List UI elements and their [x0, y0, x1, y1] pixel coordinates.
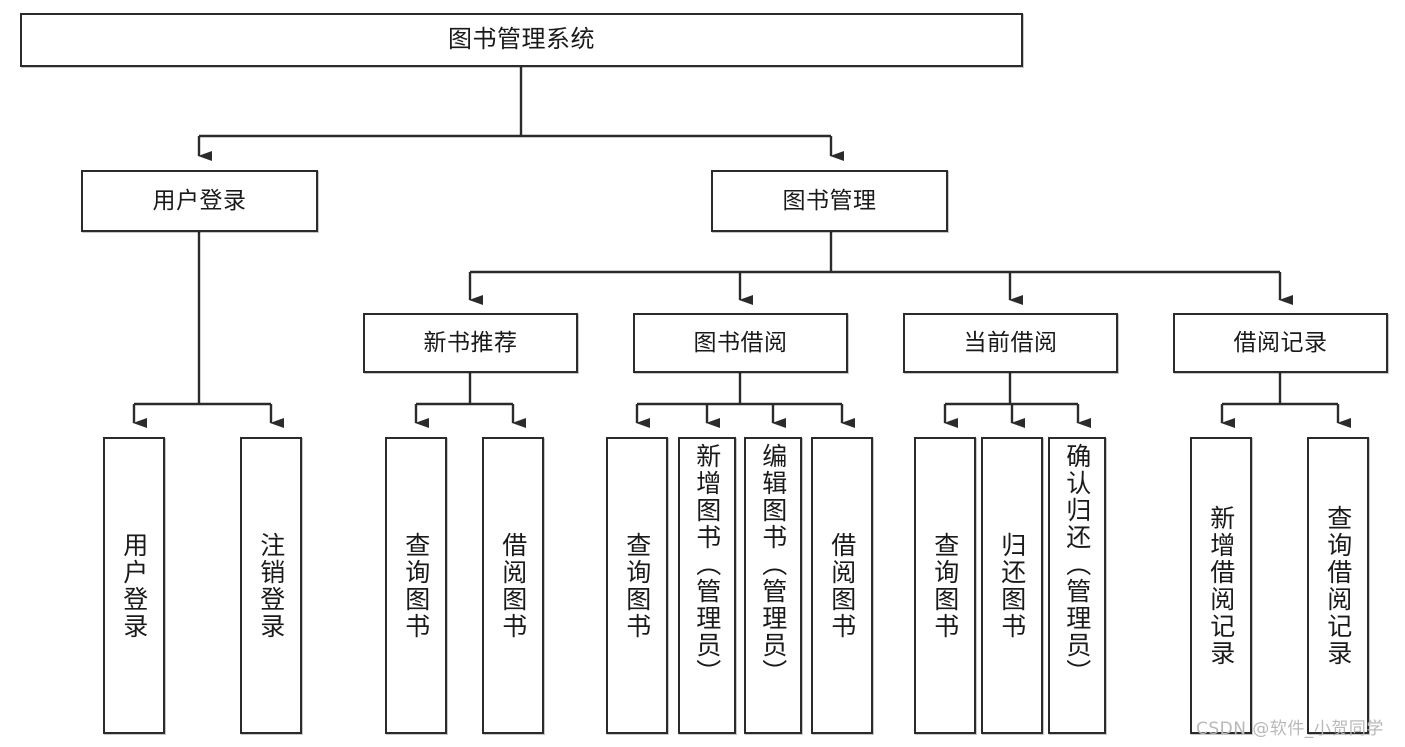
node-label: 查询借阅记录 [1323, 504, 1353, 667]
leaf-query-book-current[interactable]: 查询图书 [914, 437, 976, 734]
node-label: 图书管理 [782, 187, 877, 214]
leaf-query-borrow-record[interactable]: 查询借阅记录 [1307, 437, 1369, 734]
node-book-borrow[interactable]: 图书借阅 [633, 313, 848, 373]
node-user-login[interactable]: 用户登录 [81, 170, 318, 232]
node-label: 用户登录 [152, 187, 247, 214]
node-label: 查询图书 [622, 531, 652, 640]
leaf-query-book-recommend[interactable]: 查询图书 [385, 437, 447, 734]
leaf-add-book-admin[interactable]: 新增图书（管理员） [678, 437, 736, 734]
leaf-query-book-borrow[interactable]: 查询图书 [606, 437, 668, 734]
leaf-edit-book-admin[interactable]: 编辑图书（管理员） [744, 437, 802, 734]
node-label: 归还图书 [997, 531, 1027, 640]
node-borrow-record[interactable]: 借阅记录 [1173, 313, 1388, 373]
leaf-borrow-book-borrow[interactable]: 借阅图书 [811, 437, 873, 734]
node-root-book-management-system[interactable]: 图书管理系统 [20, 13, 1023, 67]
node-current-borrow[interactable]: 当前借阅 [903, 313, 1118, 373]
node-book-management[interactable]: 图书管理 [711, 170, 948, 232]
leaf-user-login[interactable]: 用户登录 [103, 437, 165, 734]
leaf-borrow-book-recommend[interactable]: 借阅图书 [482, 437, 544, 734]
node-label: 查询图书 [401, 531, 431, 640]
node-label: 借阅图书 [827, 531, 857, 640]
leaf-logout-login[interactable]: 注销登录 [240, 437, 302, 734]
node-label: 新增借阅记录 [1206, 504, 1236, 667]
node-label: 图书借阅 [693, 329, 788, 356]
node-label: 借阅图书 [498, 531, 528, 640]
node-label: 借阅记录 [1233, 329, 1328, 356]
node-label: 新书推荐 [423, 329, 518, 356]
node-label: 查询图书 [930, 531, 960, 640]
node-label: 新增图书（管理员） [692, 443, 722, 686]
node-label: 当前借阅 [963, 329, 1058, 356]
leaf-add-borrow-record[interactable]: 新增借阅记录 [1190, 437, 1252, 734]
node-label: 用户登录 [119, 531, 149, 640]
node-label: 编辑图书（管理员） [758, 443, 788, 686]
leaf-return-book[interactable]: 归还图书 [981, 437, 1043, 734]
node-label: 注销登录 [256, 531, 286, 640]
node-new-book-recommend[interactable]: 新书推荐 [363, 313, 578, 373]
node-label: 图书管理系统 [448, 25, 595, 54]
node-label: 确认归还（管理员） [1062, 443, 1092, 686]
leaf-confirm-return-admin[interactable]: 确认归还（管理员） [1048, 437, 1106, 734]
